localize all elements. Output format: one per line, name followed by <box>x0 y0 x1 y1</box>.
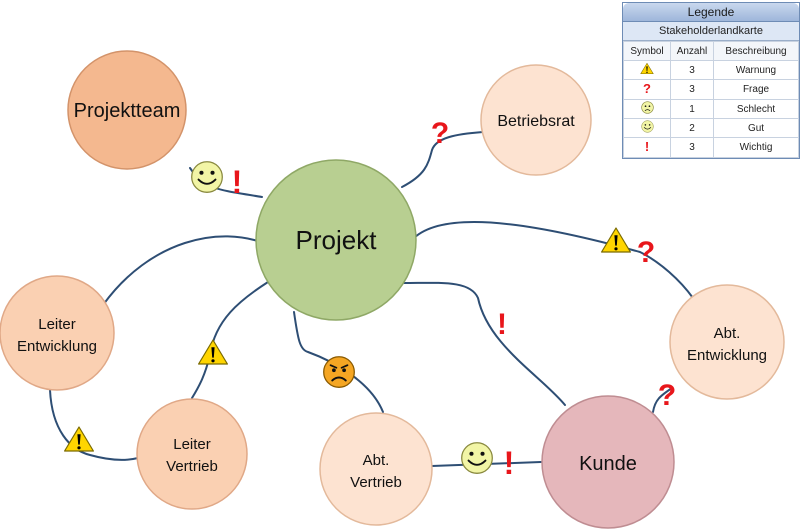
good-smiley-icon <box>190 160 224 194</box>
node-projekt[interactable]: Projekt <box>255 159 417 321</box>
legend-symbol-cell <box>623 118 671 138</box>
legend-header-beschreibung: Beschreibung <box>713 41 799 61</box>
node-projekt-label: Projekt <box>296 225 378 255</box>
legend-description: Gut <box>713 118 799 138</box>
warning-icon <box>600 227 632 253</box>
node-abt-vertrieb[interactable]: Abt. Vertrieb <box>319 412 433 526</box>
node-leiter-entwicklung[interactable]: Leiter Entwicklung <box>0 275 115 391</box>
connector-projekt-abt-entwicklung <box>413 221 694 299</box>
legend-row: 1 Schlecht <box>623 99 799 119</box>
node-projektteam-label: Projektteam <box>74 100 181 122</box>
warning-icon <box>640 62 654 75</box>
question-icon: ? <box>658 379 676 412</box>
node-abt-vertrieb-line1: Abt. <box>363 452 390 469</box>
node-projektteam[interactable]: Projektteam <box>67 50 187 170</box>
bad-smiley-icon <box>640 101 654 114</box>
legend-symbol-cell: ! <box>623 137 671 158</box>
legend-symbol-cell: ? <box>623 79 671 100</box>
good-smiley-icon <box>641 120 654 133</box>
legend-count: 3 <box>670 60 714 80</box>
legend-title: Legende <box>623 3 799 22</box>
node-leiter-vertrieb-line1: Leiter <box>173 436 211 453</box>
legend-description: Warnung <box>713 60 799 80</box>
legend-description: Frage <box>713 79 799 100</box>
node-betriebsrat[interactable]: Betriebsrat <box>480 64 592 176</box>
exclamation-icon: ! <box>504 445 515 481</box>
legend-row: ! 3 Wichtig <box>623 137 799 158</box>
question-icon: ? <box>431 117 449 150</box>
node-abt-entwicklung-line1: Abt. <box>714 325 741 342</box>
legend-symbol-cell <box>623 60 671 80</box>
connector-projekt-leiter-entwicklung <box>102 235 267 306</box>
node-leiter-vertrieb-line2: Vertrieb <box>166 458 218 475</box>
node-betriebsrat-label: Betriebsrat <box>497 113 575 130</box>
node-abt-vertrieb-line2: Vertrieb <box>350 474 402 491</box>
bad-smiley-icon <box>322 355 356 389</box>
node-abt-entwicklung-line2: Entwicklung <box>687 347 767 364</box>
legend-row: ? 3 Frage <box>623 79 799 100</box>
exclamation-icon: ! <box>645 139 649 154</box>
legend-description: Schlecht <box>713 99 799 119</box>
connector-projekt-abt-vertrieb <box>293 311 384 413</box>
svg-text:!: ! <box>645 139 649 153</box>
connector-leiter-entwicklung-leiter-vertrieb <box>49 389 139 461</box>
legend-table: Symbol Anzahl Beschreibung 3 Warnung ? 3… <box>623 41 799 158</box>
node-leiter-vertrieb[interactable]: Leiter Vertrieb <box>136 398 248 510</box>
legend-description: Wichtig <box>713 137 799 158</box>
legend-count: 3 <box>670 137 714 158</box>
legend-count: 3 <box>670 79 714 100</box>
connector-projekt-kunde <box>403 281 566 406</box>
legend-header-symbol: Symbol <box>623 41 671 61</box>
connector-kunde-abt-entwicklung <box>652 387 673 413</box>
svg-text:?: ? <box>643 81 651 95</box>
legend-header-row: Symbol Anzahl Beschreibung <box>623 41 799 61</box>
warning-icon <box>197 339 229 365</box>
good-smiley-icon <box>460 441 494 475</box>
question-icon: ? <box>643 81 651 96</box>
legend-subtitle: Stakeholderlandkarte <box>623 22 799 41</box>
legend-row: 2 Gut <box>623 118 799 138</box>
legend-header-anzahl: Anzahl <box>670 41 714 61</box>
legend-symbol-cell <box>623 99 671 119</box>
legend: Legende Stakeholderlandkarte Symbol Anza… <box>622 2 800 159</box>
node-kunde-label: Kunde <box>579 453 637 475</box>
legend-count: 2 <box>670 118 714 138</box>
legend-count: 1 <box>670 99 714 119</box>
node-leiter-entwicklung-line1: Leiter <box>38 316 76 333</box>
node-kunde[interactable]: Kunde <box>541 395 675 529</box>
connector-projekt-leiter-vertrieb <box>191 281 269 399</box>
exclamation-icon: ! <box>497 308 507 341</box>
node-abt-entwicklung[interactable]: Abt. Entwicklung <box>669 284 785 400</box>
warning-icon <box>63 426 95 452</box>
legend-row: 3 Warnung <box>623 60 799 80</box>
question-icon: ? <box>637 236 655 269</box>
connector-projekt-betriebsrat <box>401 131 484 188</box>
node-leiter-entwicklung-line2: Entwicklung <box>17 338 97 355</box>
exclamation-icon: ! <box>232 164 243 200</box>
